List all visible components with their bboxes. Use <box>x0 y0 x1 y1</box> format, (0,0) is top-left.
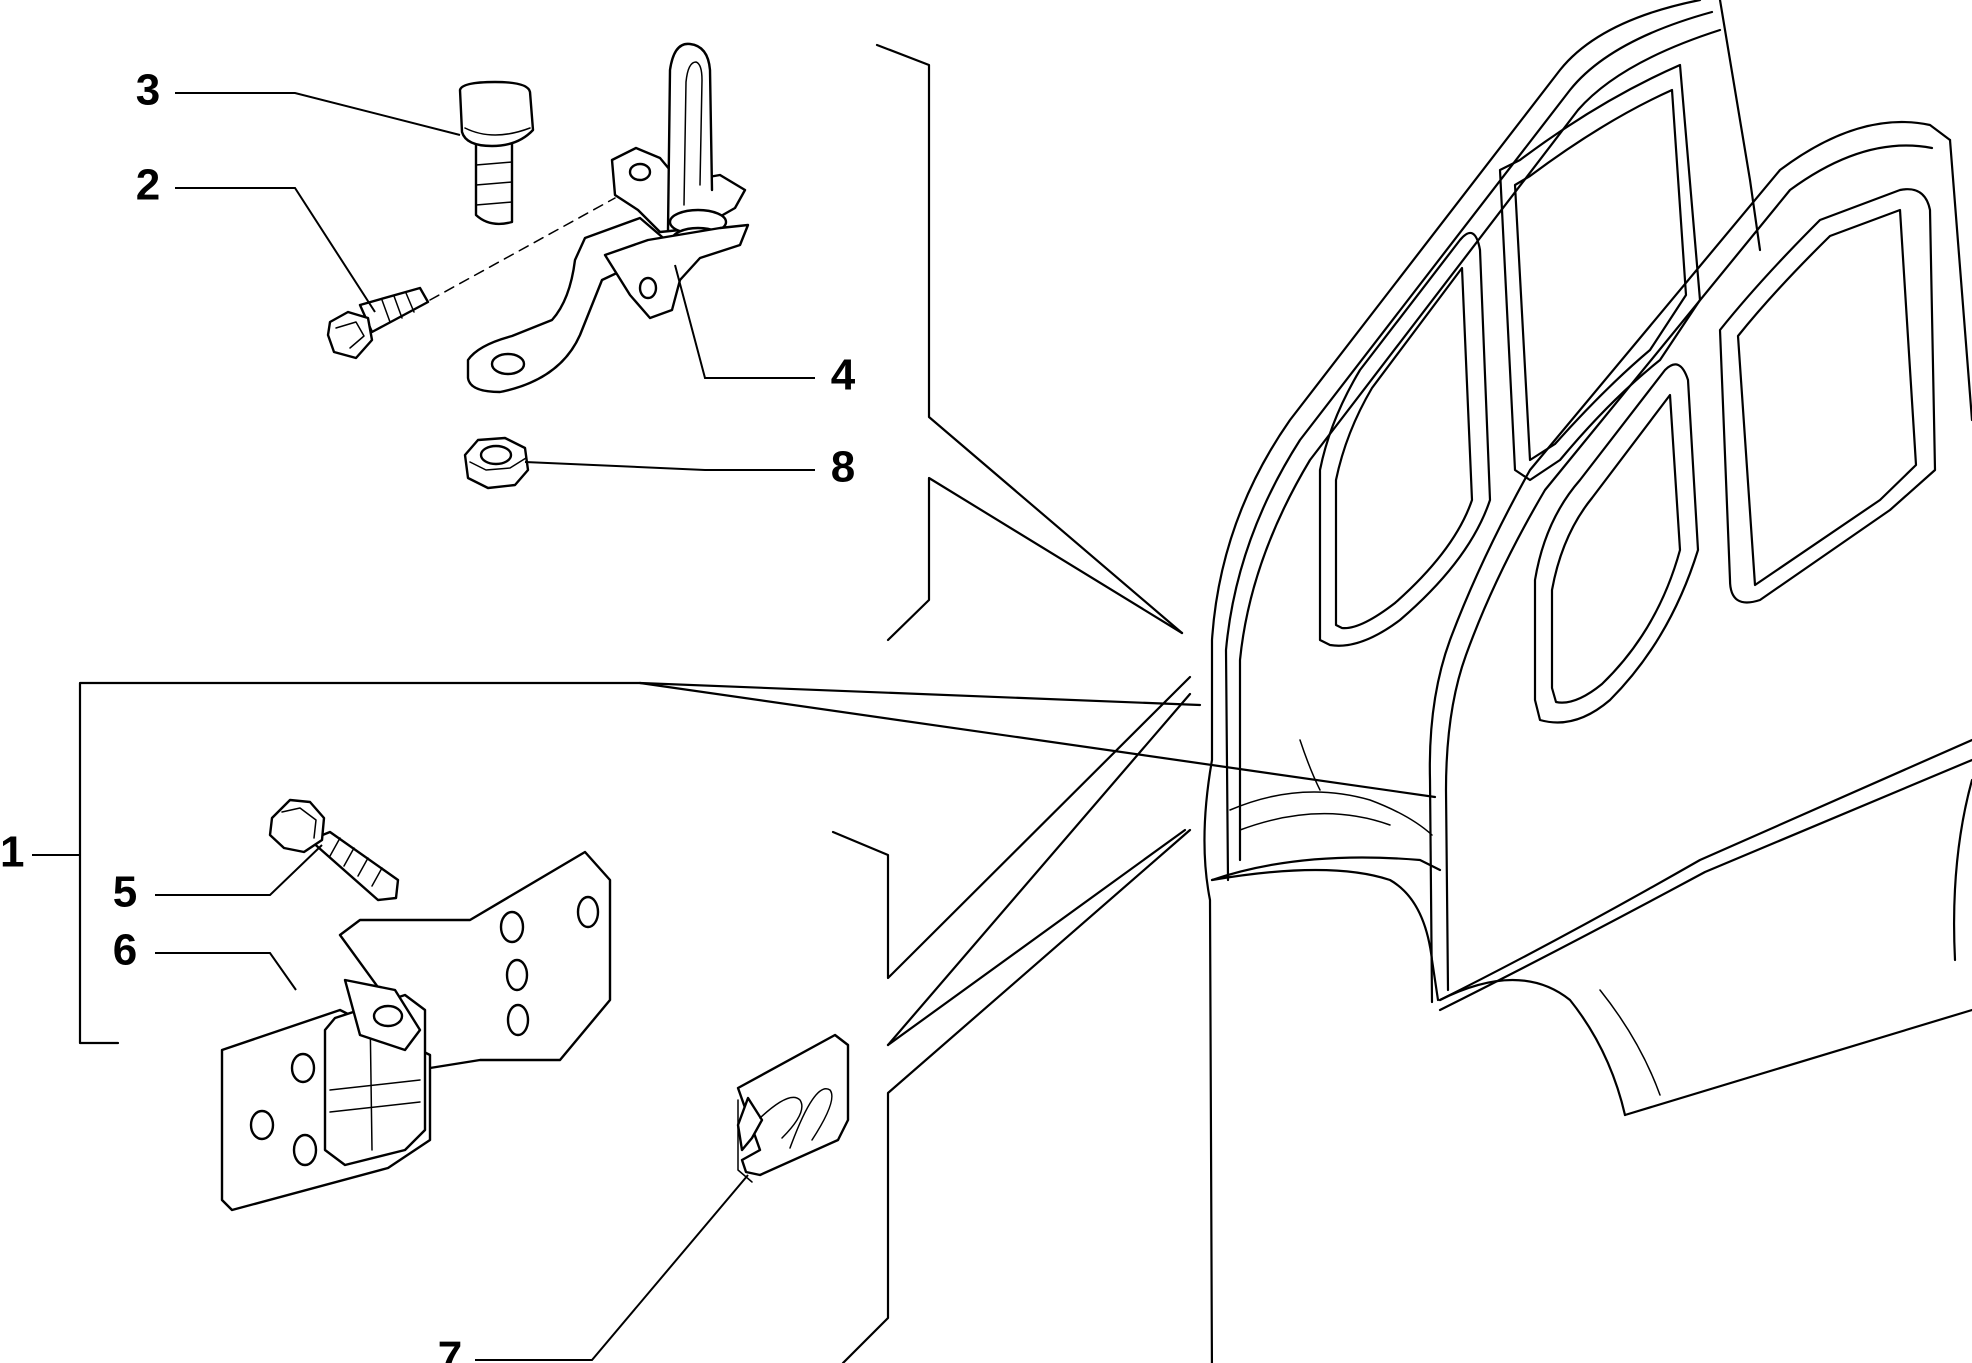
sill-line-upper <box>1438 738 1972 1002</box>
upper-bracket-upper <box>875 43 1184 635</box>
part-3-hinge-pin <box>458 80 535 226</box>
rear-wheel-arch-inner <box>1599 989 1661 1096</box>
leader-6 <box>155 952 297 991</box>
part-5-screw <box>268 798 400 902</box>
front-door-edge-top <box>1718 0 1762 252</box>
lower-bracket-ref-b <box>886 828 1187 1047</box>
lower-bracket-ref-a <box>886 692 1192 1047</box>
lower-bracket-lower <box>841 828 1192 1363</box>
sill-line-lower <box>1438 758 1972 1012</box>
callout-8: 8 <box>831 443 855 492</box>
leader-4 <box>674 264 815 379</box>
rear-body-edge <box>1952 778 1972 962</box>
rear-quarter-window-inner <box>1736 208 1918 587</box>
wheel-arch-flare <box>1229 791 1433 836</box>
rear-window-outer <box>1533 363 1700 724</box>
reference-lines <box>78 43 1437 1363</box>
assembly-1-ref-line-b <box>638 681 1437 799</box>
wheel-arch-flare-2 <box>1239 812 1391 831</box>
front-door-bottom <box>1210 856 1442 882</box>
rear-door-seal <box>1444 144 1934 992</box>
leader-5 <box>155 844 323 896</box>
rear-body-bottom <box>1623 1008 1972 1117</box>
leader-7 <box>475 1174 749 1361</box>
part-7-shim <box>736 1033 850 1183</box>
rear-door-edge <box>1948 138 1972 422</box>
front-door-outline <box>1203 0 1702 1363</box>
part-8-nut <box>463 436 530 490</box>
part-6-hinge <box>220 850 612 1212</box>
front-window-outer <box>1318 231 1492 647</box>
callout-labels: 1 2 3 4 5 6 7 8 <box>0 66 856 1363</box>
assembly-1-ref-line-a <box>638 681 1202 707</box>
callout-5: 5 <box>113 868 137 917</box>
rear-quarter-window-outer <box>1718 188 1937 604</box>
wheel-arch-front <box>1210 868 1440 1002</box>
leader-8 <box>524 461 815 471</box>
rear-window-inner <box>1550 393 1682 704</box>
assembly-1-bracket <box>78 681 642 1045</box>
rear-door-outline <box>1428 120 1952 1004</box>
part-2-bolt <box>326 197 616 360</box>
leader-2 <box>175 187 376 313</box>
van-body-drawing <box>1203 0 1972 1363</box>
leader-lines <box>32 92 815 1361</box>
callout-3: 3 <box>136 66 160 115</box>
front-door-seal <box>1238 28 1722 862</box>
callout-6: 6 <box>113 926 137 975</box>
callout-1: 1 <box>0 828 24 877</box>
upper-bracket-lower <box>886 476 1184 642</box>
front-door-inner-edge <box>1224 10 1714 882</box>
front-window-inner <box>1334 266 1474 630</box>
front-door-crease <box>1299 739 1321 791</box>
callout-2: 2 <box>136 161 160 210</box>
lower-bracket-upper <box>831 675 1192 980</box>
callout-7: 7 <box>438 1333 462 1363</box>
front-quarter-window-inner <box>1513 88 1688 462</box>
callout-4: 4 <box>831 351 856 400</box>
rear-wheel-arch <box>1438 979 1627 1117</box>
leader-3 <box>175 92 461 136</box>
